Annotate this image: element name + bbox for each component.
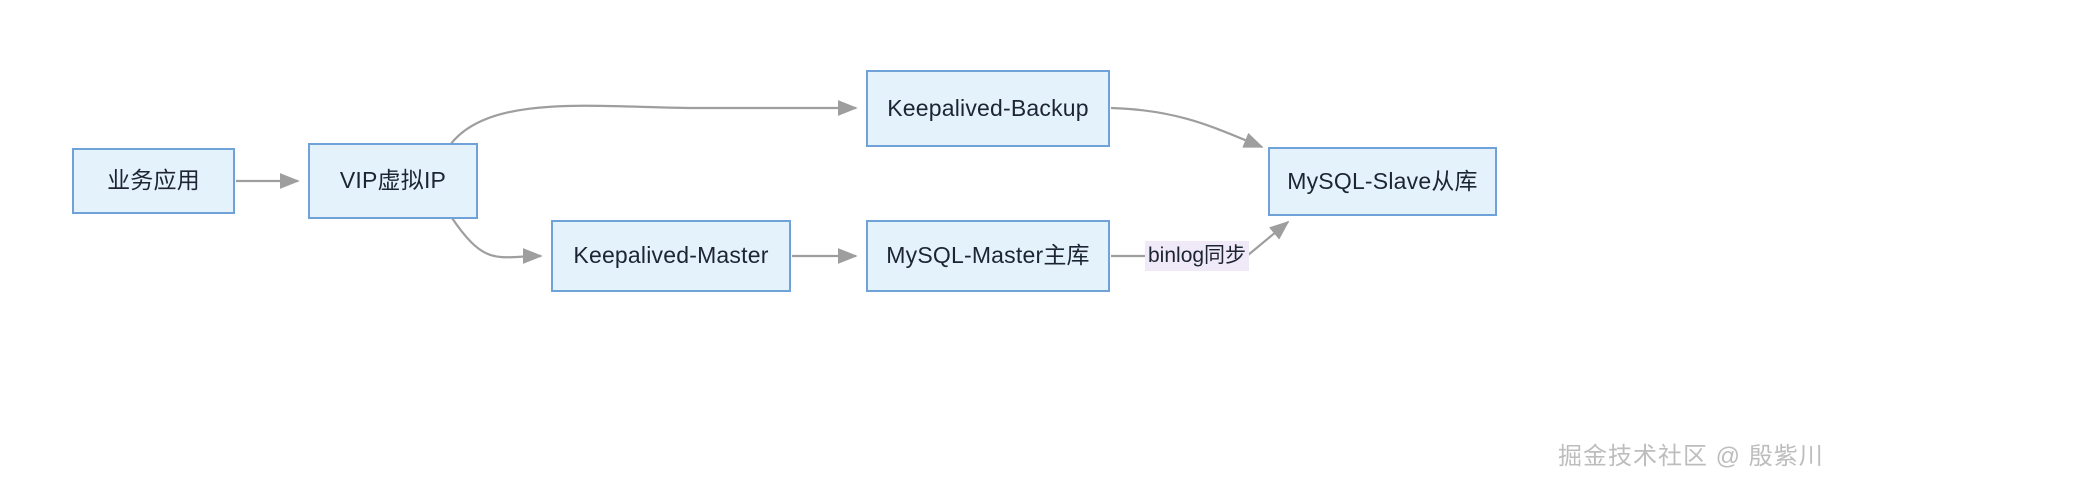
- node-keepalived-master[interactable]: Keepalived-Master: [551, 220, 791, 292]
- edge-vip-to-keepalived-backup: [449, 100, 858, 146]
- node-label: 业务应用: [107, 167, 200, 194]
- node-label: Keepalived-Backup: [887, 94, 1089, 121]
- node-mysql-master[interactable]: MySQL-Master主库: [866, 220, 1110, 292]
- watermark: 掘金技术社区 @ 殷紫川: [1558, 443, 1824, 470]
- edge-label-binlog-sync: binlog同步: [1145, 241, 1250, 272]
- edge-keepalived-backup-to-mysql-slave: [1110, 106, 1264, 149]
- node-label: MySQL-Slave从库: [1287, 167, 1478, 194]
- node-label: MySQL-Master主库: [886, 242, 1090, 269]
- edge-vip-to-keepalived-master: [451, 217, 543, 264]
- node-vip-virtual-ip[interactable]: VIP虚拟IP: [308, 143, 478, 219]
- node-business-application[interactable]: 业务应用: [72, 148, 235, 214]
- node-keepalived-backup[interactable]: Keepalived-Backup: [866, 70, 1110, 147]
- node-label: Keepalived-Master: [573, 242, 769, 269]
- node-mysql-slave[interactable]: MySQL-Slave从库: [1268, 147, 1497, 216]
- node-label: VIP虚拟IP: [339, 167, 447, 194]
